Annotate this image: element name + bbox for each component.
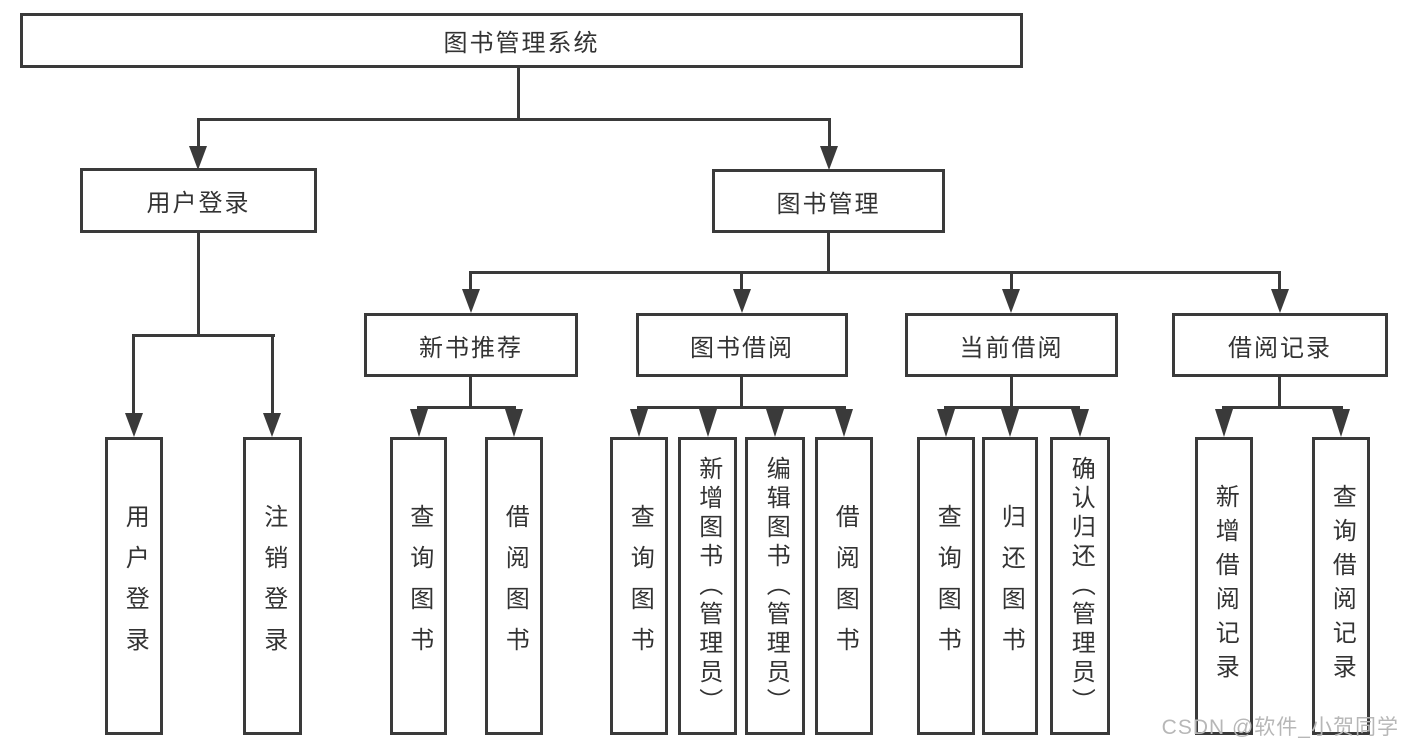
- arrowhead: [1002, 289, 1020, 313]
- leaf-return-books-label: 归还图书: [997, 504, 1025, 668]
- edge-line: [197, 118, 200, 148]
- edge-line: [132, 334, 135, 416]
- node-current-borrowing-label: 当前借阅: [959, 334, 1064, 362]
- leaf-add-books-admin-label: 新增图书（管理员）: [694, 455, 722, 717]
- arrowhead: [1071, 409, 1089, 437]
- node-root-label: 图书管理系统: [443, 30, 600, 57]
- leaf-confirm-return-admin: 确认归还（管理员）: [1050, 437, 1110, 735]
- arrowhead: [835, 409, 853, 437]
- arrowhead: [1332, 409, 1350, 437]
- edge-line: [828, 118, 831, 148]
- edge-line: [1278, 377, 1281, 409]
- node-borrowing-records: 借阅记录: [1172, 313, 1388, 377]
- arrowhead: [263, 413, 281, 437]
- leaf-query-books-recommend: 查询图书: [390, 437, 447, 735]
- arrowhead: [699, 409, 717, 437]
- arrowhead: [1271, 289, 1289, 313]
- leaf-logout-label: 注销登录: [259, 504, 287, 668]
- csdn-watermark: CSDN @软件_小贺同学: [1161, 716, 1399, 739]
- arrowhead: [820, 146, 838, 170]
- leaf-query-borrow-record-label: 查询借阅记录: [1328, 484, 1356, 688]
- arrowhead: [630, 409, 648, 437]
- edge-line: [517, 65, 520, 118]
- leaf-return-books: 归还图书: [982, 437, 1038, 735]
- leaf-query-books-current-label: 查询图书: [933, 504, 961, 668]
- leaf-edit-books-admin: 编辑图书（管理员）: [745, 437, 805, 735]
- leaf-query-books-borrowing: 查询图书: [610, 437, 668, 735]
- node-user-login-label: 用户登录: [146, 190, 251, 217]
- edge-line: [1010, 271, 1013, 292]
- leaf-confirm-return-admin-label: 确认归还（管理员）: [1067, 455, 1095, 717]
- node-current-borrowing: 当前借阅: [905, 313, 1118, 377]
- node-user-login: 用户登录: [80, 168, 317, 233]
- edge-line: [740, 377, 743, 409]
- arrowhead: [1001, 409, 1019, 437]
- arrowhead: [505, 409, 523, 437]
- node-new-book-recommend-label: 新书推荐: [419, 334, 523, 362]
- node-book-management-label: 图书管理: [776, 190, 881, 218]
- edge-line: [197, 118, 831, 121]
- leaf-borrow-books-recommend: 借阅图书: [485, 437, 543, 735]
- arrowhead: [733, 289, 751, 313]
- node-root: 图书管理系统: [20, 13, 1023, 68]
- edge-line: [944, 406, 1080, 409]
- edge-line: [637, 406, 846, 409]
- edge-line: [417, 406, 516, 409]
- leaf-borrow-books-recommend-label: 借阅图书: [501, 504, 529, 668]
- leaf-add-borrow-record-label: 新增借阅记录: [1211, 484, 1239, 688]
- leaf-edit-books-admin-label: 编辑图书（管理员）: [762, 455, 790, 717]
- leaf-query-books-recommend-label: 查询图书: [405, 504, 433, 668]
- leaf-user-login-label: 用户登录: [121, 504, 149, 668]
- edge-line: [132, 334, 275, 337]
- leaf-query-books-borrowing-label: 查询图书: [626, 504, 654, 668]
- edge-line: [271, 334, 274, 416]
- leaf-borrow-books: 借阅图书: [815, 437, 873, 735]
- node-book-management: 图书管理: [712, 169, 945, 233]
- edge-line: [469, 377, 472, 409]
- arrowhead: [937, 409, 955, 437]
- node-borrowing-records-label: 借阅记录: [1228, 334, 1332, 362]
- edge-line: [1222, 406, 1343, 409]
- leaf-logout: 注销登录: [243, 437, 302, 735]
- edge-line: [469, 271, 1281, 274]
- leaf-add-borrow-record: 新增借阅记录: [1195, 437, 1253, 735]
- arrowhead: [410, 409, 428, 437]
- edge-line: [740, 271, 743, 292]
- arrowhead: [1215, 409, 1233, 437]
- arrowhead: [189, 146, 207, 170]
- leaf-user-login: 用户登录: [105, 437, 163, 735]
- arrowhead: [125, 413, 143, 437]
- edge-line: [1278, 271, 1281, 292]
- arrowhead: [766, 409, 784, 437]
- leaf-query-borrow-record: 查询借阅记录: [1312, 437, 1370, 735]
- node-book-borrowing: 图书借阅: [636, 313, 848, 377]
- node-new-book-recommend: 新书推荐: [364, 313, 578, 377]
- arrowhead: [462, 289, 480, 313]
- leaf-add-books-admin: 新增图书（管理员）: [678, 437, 737, 735]
- edge-line: [827, 233, 830, 274]
- node-book-borrowing-label: 图书借阅: [690, 334, 794, 362]
- leaf-query-books-current: 查询图书: [917, 437, 975, 735]
- edge-line: [469, 271, 472, 292]
- edge-line: [197, 233, 200, 337]
- leaf-borrow-books-label: 借阅图书: [831, 504, 859, 668]
- edge-line: [1010, 377, 1013, 409]
